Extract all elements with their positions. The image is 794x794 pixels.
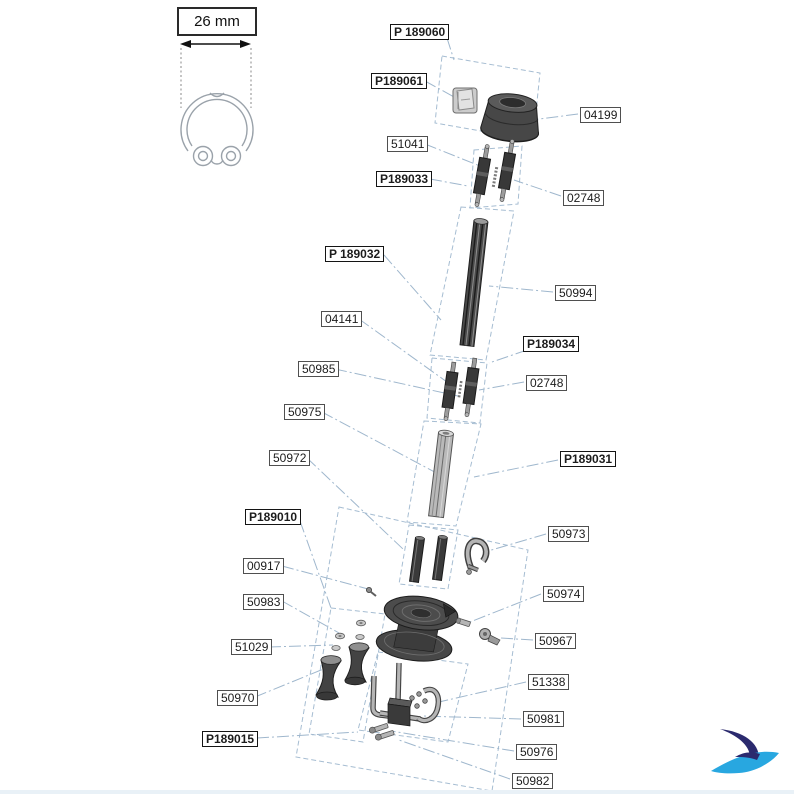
group-box-cap xyxy=(434,55,541,141)
part-label-50982: 50982 xyxy=(512,773,554,789)
group-box-lower-connectors xyxy=(426,357,488,424)
group-box-drive-rods xyxy=(398,524,459,590)
part-label-04199: 04199 xyxy=(580,107,622,123)
group-box-washers-rollers xyxy=(308,607,386,743)
part-label-50975: 50975 xyxy=(284,404,326,420)
washer-parts xyxy=(331,619,366,651)
upper-connector-set xyxy=(472,139,517,207)
base-frame-assembly xyxy=(368,662,442,741)
group-boxes xyxy=(295,55,541,792)
lower-tube-part xyxy=(428,429,454,519)
part-label-P189015: P189015 xyxy=(202,731,259,747)
part-label-50972: 50972 xyxy=(269,450,311,466)
part-label-51338: 51338 xyxy=(528,674,570,690)
retainer-clip-part xyxy=(452,87,478,114)
part-label-50967: 50967 xyxy=(535,633,577,649)
part-label-50985: 50985 xyxy=(298,361,340,377)
part-label-51029: 51029 xyxy=(231,639,273,655)
part-label-P189032: P 189032 xyxy=(325,246,385,262)
part-label-51041: 51041 xyxy=(387,136,429,152)
part-label-P189010: P189010 xyxy=(245,509,302,525)
grub-screw-part xyxy=(365,587,377,597)
part-label-04141: 04141 xyxy=(321,311,363,327)
part-label-00917: 00917 xyxy=(243,558,285,574)
furling-drum xyxy=(375,595,459,662)
part-label-50994: 50994 xyxy=(555,285,597,301)
part-label-P189034: P189034 xyxy=(523,336,580,352)
leader-lines xyxy=(254,37,579,780)
cross-section-profile xyxy=(180,92,254,167)
part-label-02748-lower: 02748 xyxy=(526,375,568,391)
part-label-50974: 50974 xyxy=(543,586,585,602)
group-box-lower-tube xyxy=(406,420,482,527)
part-label-P189031: P189031 xyxy=(560,451,617,467)
drive-rods xyxy=(408,535,448,583)
clevis-pin-part xyxy=(456,617,471,627)
group-box-upper-tube xyxy=(429,206,515,361)
part-label-50983: 50983 xyxy=(243,594,285,610)
lower-connector-set xyxy=(441,357,480,422)
part-label-50970: 50970 xyxy=(217,690,259,706)
part-label-50973: 50973 xyxy=(548,526,590,542)
part-label-50976: 50976 xyxy=(516,744,558,760)
part-label-P189061: P189061 xyxy=(371,73,428,89)
upper-tube-part xyxy=(459,218,489,347)
group-box-drum-assembly xyxy=(295,506,529,792)
part-label-P189033: P189033 xyxy=(376,171,433,187)
top-cap-part xyxy=(480,93,540,143)
part-label-P189060: P 189060 xyxy=(390,24,450,40)
spring-part xyxy=(491,166,499,188)
group-box-upper-connectors xyxy=(469,145,523,209)
dimension-extension-lines xyxy=(180,48,252,108)
sailboat-swoosh-logo xyxy=(711,729,779,774)
part-label-50981: 50981 xyxy=(523,711,565,727)
part-label-02748-upper: 02748 xyxy=(563,190,605,206)
mounting-bolts xyxy=(368,723,395,741)
latch-part xyxy=(479,628,501,646)
bottom-edge-band xyxy=(0,790,794,794)
shackle-part xyxy=(464,537,490,575)
dimension-label: 26 mm xyxy=(177,7,257,36)
roller-parts xyxy=(315,642,370,701)
frame-screws xyxy=(409,691,428,709)
dimension-arrow xyxy=(180,40,251,48)
